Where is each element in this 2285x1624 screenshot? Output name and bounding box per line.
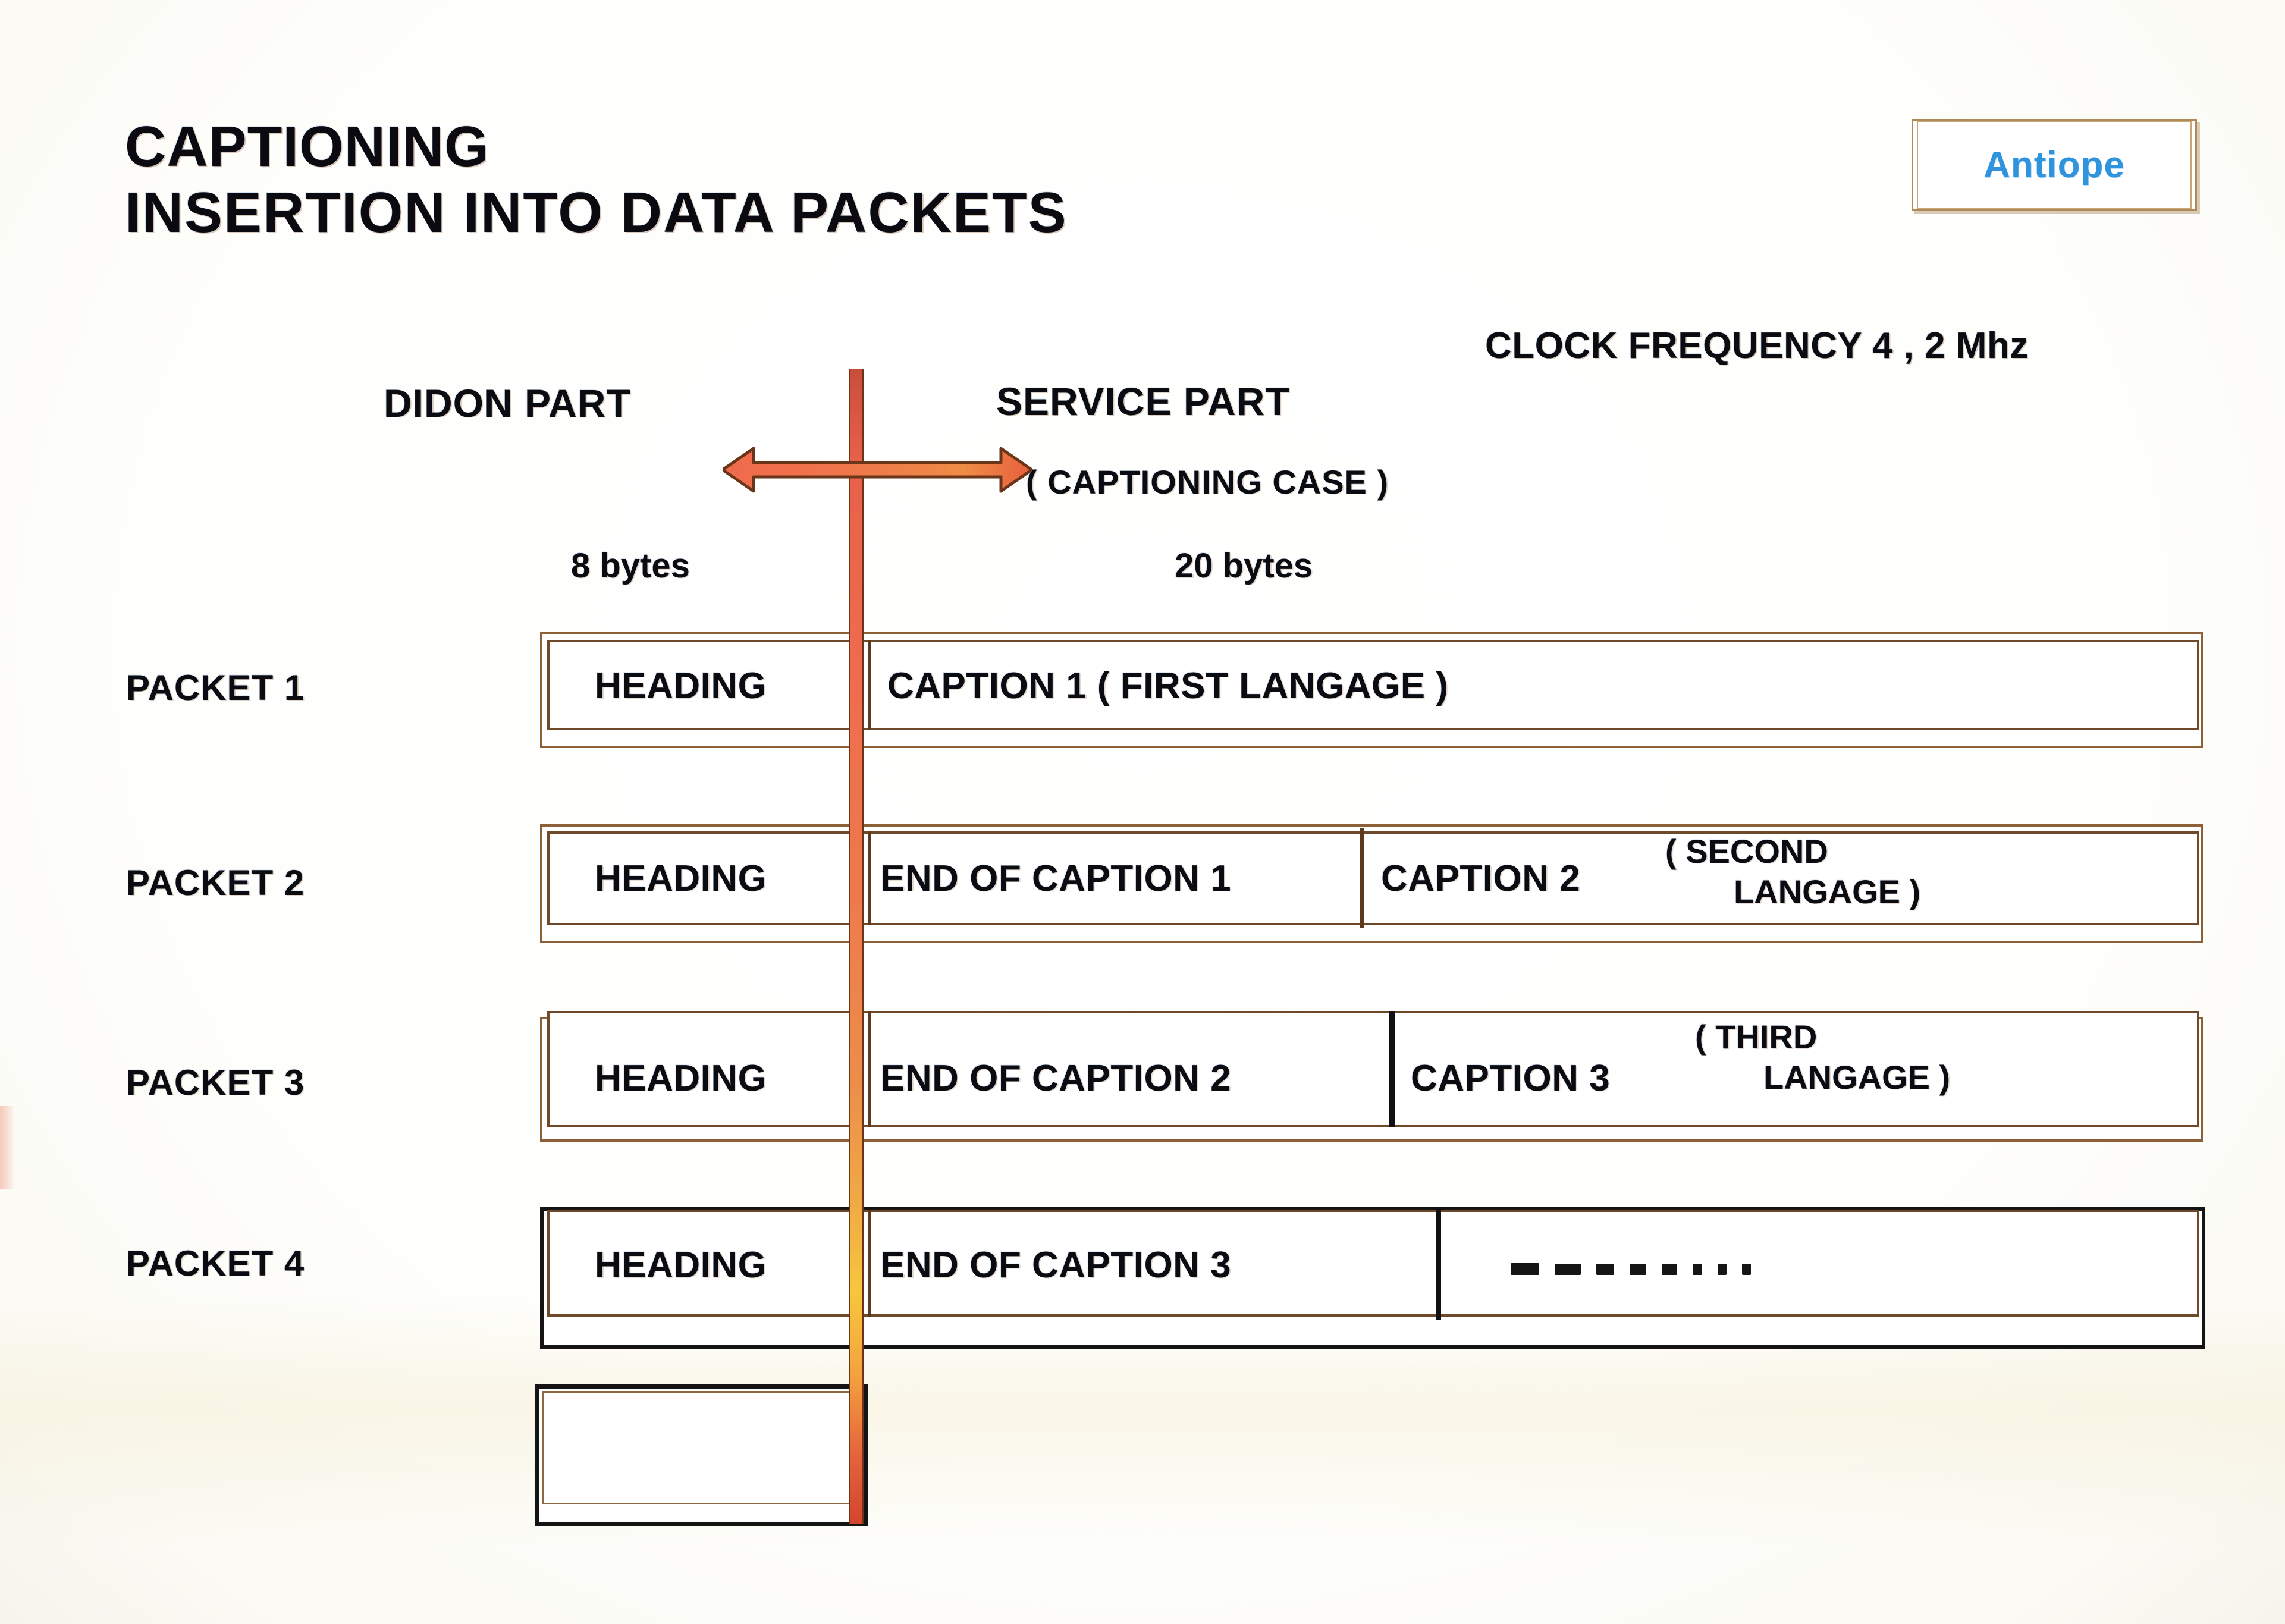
- packet-2-field-1-text: CAPTION 2: [1381, 858, 1581, 899]
- packet-3-language-line-1: ( THIRD: [1695, 1018, 1818, 1056]
- packet-4-field-divider: [1436, 1207, 1441, 1320]
- bottom-empty-packet-inner-frame: [542, 1391, 861, 1504]
- antiope-logo: Antiope: [1912, 119, 2197, 211]
- packet-3-label: PACKET 3: [126, 1063, 305, 1102]
- title-line-2: INSERTION INTO DATA PACKETS: [125, 181, 1068, 244]
- packet-2-field-0-text: END OF CAPTION 1: [880, 858, 1232, 899]
- packet-1-heading-divider: [868, 640, 871, 730]
- packet-4-label: PACKET 4: [126, 1243, 305, 1283]
- double-headed-split-arrow-icon: [723, 447, 1032, 493]
- packet-4-heading-text: HEADING: [595, 1245, 767, 1286]
- page-title: CAPTIONING INSERTION INTO DATA PACKETS: [125, 116, 1068, 248]
- antiope-logo-inner-frame: Antiope: [1917, 121, 2192, 209]
- didon-part-label: DIDON PART: [384, 381, 631, 425]
- packet-1-inner-frame: [547, 640, 2199, 730]
- packet-2-heading-text: HEADING: [595, 858, 767, 899]
- packet-4-heading-divider: [868, 1210, 871, 1317]
- packet-4-field-0-text: END OF CAPTION 3: [880, 1245, 1232, 1286]
- packet-2-heading-divider: [868, 831, 871, 925]
- didon-service-divider-line: [849, 369, 864, 1524]
- packet-4-inner-frame: [547, 1210, 2199, 1317]
- packet-2-language-line-1: ( SECOND: [1665, 833, 1828, 870]
- clock-frequency-label: CLOCK FREQUENCY 4 , 2 Mhz: [1485, 325, 2029, 366]
- packet-1-field-0-text: CAPTION 1 ( FIRST LANGAGE ): [887, 665, 1449, 706]
- packet-2-label: PACKET 2: [126, 863, 305, 903]
- captioning-case-label: ( CAPTIONING CASE ): [1026, 463, 1389, 501]
- didon-bytes-label: 8 bytes: [571, 546, 690, 585]
- film-edge-artifact: [0, 1106, 15, 1189]
- packet-1-label: PACKET 1: [126, 668, 305, 708]
- service-part-label: SERVICE PART: [996, 379, 1290, 423]
- packet-2-language-note: ( SECOND LANGAGE ): [1665, 831, 1920, 912]
- packet-3-language-note: ( THIRD LANGAGE ): [1695, 1017, 1950, 1098]
- packet-4-dashes-value: - - - - . . . .: [0, 0, 1, 1]
- packet-2-inner-frame: [547, 831, 2199, 925]
- service-bytes-label: 20 bytes: [1175, 546, 1313, 585]
- packet-2-language-line-2: LANGAGE ): [1734, 873, 1921, 910]
- packet-3-inner-frame: [547, 1011, 2199, 1127]
- packet-3-heading-text: HEADING: [595, 1058, 767, 1099]
- packet-3-field-divider: [1389, 1011, 1395, 1127]
- packet-3-heading-divider: [868, 1011, 871, 1127]
- packet-3-language-line-2: LANGAGE ): [1763, 1058, 1951, 1096]
- packet-4-dash-sequence-icon: [1511, 1263, 1751, 1275]
- packet-3-field-0-text: END OF CAPTION 2: [880, 1058, 1232, 1099]
- antiope-logo-text: Antiope: [1983, 145, 2125, 186]
- title-line-1: CAPTIONING: [125, 115, 489, 178]
- bottom-empty-packet-label: [544, 1393, 545, 1394]
- packet-2-field-divider: [1360, 828, 1364, 928]
- packet-3-field-1-text: CAPTION 3: [1411, 1058, 1611, 1099]
- packet-1-heading-text: HEADING: [595, 665, 767, 706]
